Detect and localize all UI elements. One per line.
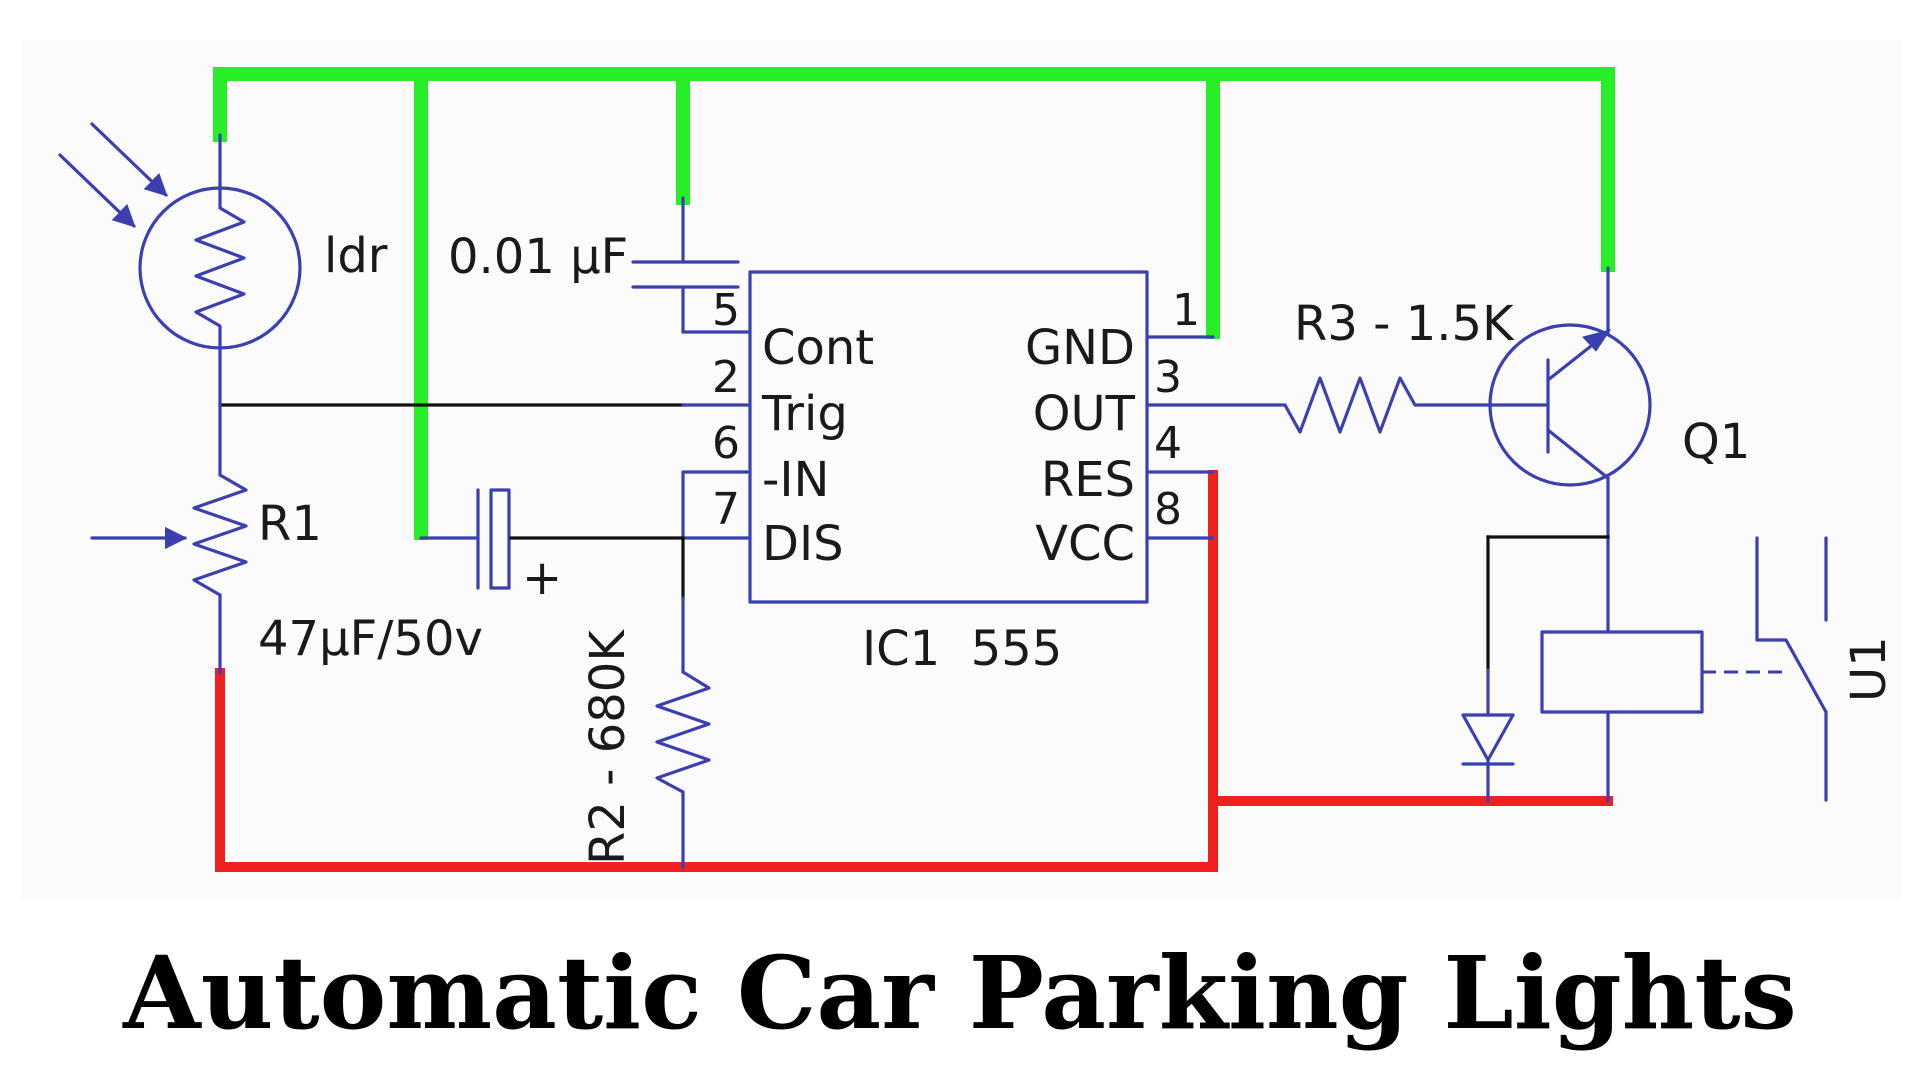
ic-label: IC1 555 [862,621,1062,677]
u1-relay-switch: U1 [1755,536,1897,802]
pin-dis-label: DIS [762,516,844,572]
ic-body [748,270,1149,604]
pin-trig-label: Trig [761,386,848,442]
pin-1-number: 1 [1172,285,1200,336]
q1-label: Q1 [1682,414,1750,470]
r2-discharge-network: R2 - 680K [580,470,752,869]
pin-gnd-label: GND [1025,320,1135,376]
pin-7-number: 7 [712,484,740,535]
relay-and-diode [1461,535,1790,803]
ic1-555: 5 Cont 2 Trig 6 -IN 7 DIS 1 GND 3 OUT 4 … [712,270,1200,677]
pin-5-number: 5 [712,285,740,336]
electrolytic-cap-label: 47µF/50v [258,611,483,667]
schematic-panel [22,40,1902,900]
pin-6-number: 6 [712,418,740,469]
electrolytic-capacitor: + [419,488,685,606]
u1-label: U1 [1841,636,1897,702]
pin-3-number: 3 [1154,352,1182,403]
pin-2-number: 2 [712,352,740,403]
ldr-label: ldr [324,228,388,284]
pin-in-label: -IN [762,452,829,508]
cap-plus-sign: + [522,550,562,606]
control-cap-label: 0.01 µF [448,229,628,285]
supply-rail [215,470,1613,872]
r3-label: R3 - 1.5K [1294,296,1515,352]
pin-res-label: RES [1041,452,1135,508]
r1-label: R1 [258,496,322,552]
ic-right-pin-wires [1145,335,1287,540]
r1-potentiometer: R1 47µF/50v [90,400,483,675]
ldr: ldr [58,122,388,357]
ground-rail [213,67,1615,540]
q1-transistor: Q1 [1488,266,1750,542]
pin-4-number: 4 [1154,418,1182,469]
pin-vcc-label: VCC [1035,516,1135,572]
diagram-title: Automatic Car Parking Lights [122,934,1797,1052]
pin-cont-label: Cont [762,320,874,376]
r2-label: R2 - 680K [580,629,636,865]
r3-resistor: R3 - 1.5K [1283,296,1515,434]
pin-8-number: 8 [1154,484,1182,535]
control-capacitor: 0.01 µF [448,196,752,334]
pin-out-label: OUT [1033,386,1136,442]
